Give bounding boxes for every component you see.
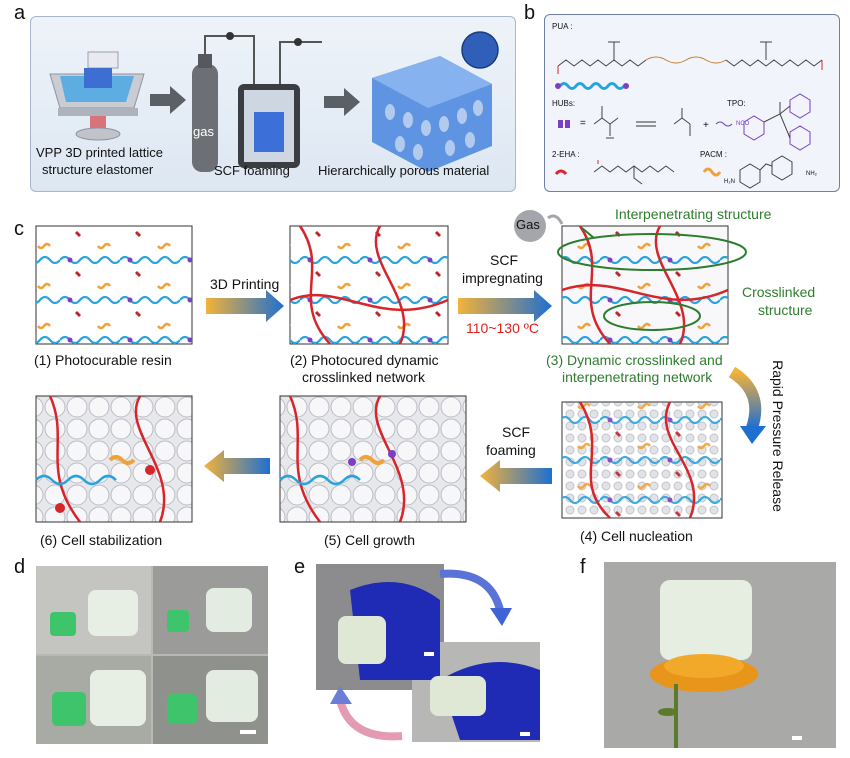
box-cell-stabilization	[35, 395, 193, 523]
pacm-structure	[702, 155, 793, 189]
box-cell-nucleation	[561, 401, 723, 519]
pua-label: PUA :	[552, 22, 573, 31]
scf-vessel-icon	[238, 38, 322, 168]
tpo-label: TPO:	[727, 99, 746, 108]
hubs-equals: =	[580, 118, 586, 129]
panel-b-letter: b	[524, 2, 536, 24]
eha-label: 2-EHA :	[552, 150, 580, 159]
crosslinked-label-2: structure	[758, 302, 813, 318]
pacm-label: PACM :	[700, 150, 727, 159]
vpp-caption-line2: structure elastomer	[42, 162, 154, 177]
box-dynamic-network	[557, 225, 747, 345]
panel-b-chemistry	[554, 41, 823, 189]
arrow-rapid-release	[728, 366, 762, 430]
arrow-1	[150, 86, 186, 114]
gas-bubble-label: Gas	[516, 217, 540, 232]
step4-caption: (4) Cell nucleation	[580, 528, 693, 544]
hubs-nco: NCO	[736, 121, 750, 127]
pacm-amine-right: NH₂	[806, 171, 817, 177]
green-lattice-icon	[50, 610, 197, 726]
step2-caption-2: crosslinked network	[302, 369, 425, 385]
pua-structure	[557, 41, 823, 74]
rapid-release-label: Rapid Pressure Release	[769, 360, 786, 512]
arrow-stabilization	[204, 450, 270, 482]
step3-caption-1: (3) Dynamic crosslinked and	[546, 352, 723, 368]
scf-impregnating-label-2: impregnating	[462, 270, 543, 286]
gas-bottle-icon	[192, 32, 255, 172]
step6-caption: (6) Cell stabilization	[40, 532, 163, 548]
scf-foaming-label-1: SCF	[502, 424, 530, 440]
panel-d-letter: d	[14, 556, 26, 578]
step5-caption: (5) Cell growth	[324, 532, 416, 548]
arrow-3d-printing	[206, 290, 284, 322]
step3-caption-2: interpenetrating network	[562, 369, 713, 385]
box-cell-growth	[279, 395, 467, 523]
interpenetrating-label: Interpenetrating structure	[615, 206, 772, 222]
crosslinked-label-1: Crosslinked	[742, 284, 816, 300]
panel-f-photo	[604, 562, 836, 748]
hubs-plus: +	[703, 120, 709, 131]
scale-bar-d	[240, 730, 256, 734]
scf-foaming-caption: SCF foaming	[214, 163, 290, 178]
box-photocured-network	[289, 225, 449, 345]
arrow-scf-impregnating	[458, 290, 552, 322]
scale-bar-f	[792, 736, 802, 740]
panel-c-schematics	[35, 210, 766, 523]
curved-arrow-left	[336, 698, 403, 741]
curved-arrow-right	[439, 569, 504, 612]
panel-a-illustration	[49, 31, 499, 172]
temperature-label: 110~130 ºC	[466, 320, 539, 336]
panel-d-photos	[36, 566, 268, 744]
scf-impregnating-label-1: SCF	[490, 252, 518, 268]
scale-bar-e1	[424, 652, 434, 656]
arrow-2	[324, 88, 360, 116]
foam-cube-icon	[660, 580, 752, 660]
hubs-structure	[558, 106, 733, 139]
porous-caption: Hierarchically porous material	[318, 163, 490, 178]
panel-b-box	[544, 14, 840, 192]
hubs-label: HUBs:	[552, 99, 576, 108]
arrow-scf-foaming	[480, 460, 552, 492]
tpo-structure	[743, 93, 811, 151]
step1-caption: (1) Photocurable resin	[34, 352, 172, 368]
pua-chain-icon	[555, 82, 629, 90]
step2-caption-1: (2) Photocured dynamic	[290, 352, 439, 368]
panel-e-letter: e	[294, 556, 306, 578]
box-photocurable-resin	[35, 225, 193, 345]
print-arrow-label: 3D Printing	[210, 276, 280, 292]
porous-lattice-icon	[372, 31, 499, 172]
panel-c-letter: c	[14, 218, 24, 240]
vpp-caption-line1: VPP 3D printed lattice	[36, 145, 163, 160]
panel-a-letter: a	[14, 2, 26, 24]
flower-icon	[650, 654, 758, 748]
scf-foaming-label-2: foaming	[486, 442, 536, 458]
white-foam-lattice-icon	[88, 588, 258, 726]
panel-f-letter: f	[580, 556, 586, 578]
gas-label: gas	[193, 124, 214, 139]
scale-bar-e2	[520, 732, 530, 736]
pacm-amine-left: H₂N	[724, 179, 735, 185]
panel-e-photos	[316, 564, 540, 742]
eha-structure	[554, 160, 675, 185]
gas-bubble	[514, 210, 546, 242]
vpp-printer-icon	[49, 51, 145, 141]
